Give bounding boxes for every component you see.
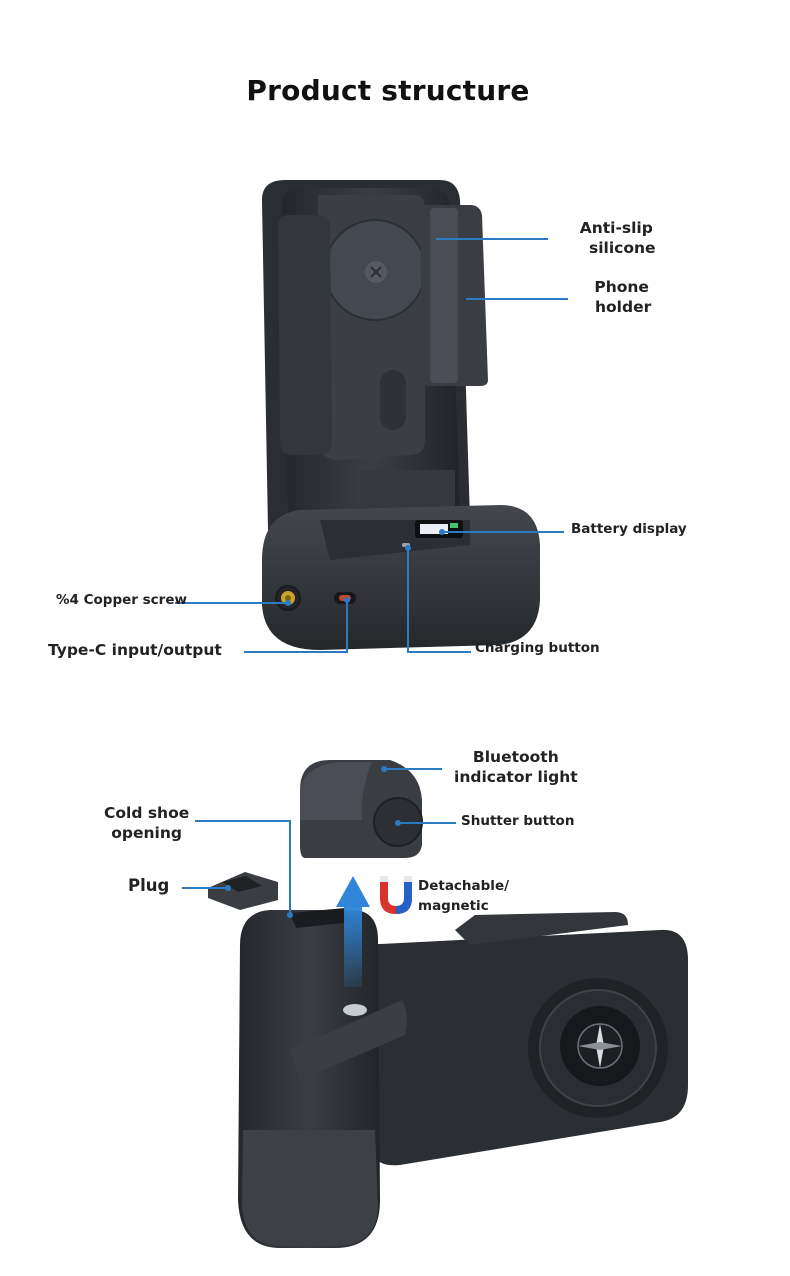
label-phone-holder: Phone holder [594, 278, 652, 316]
callout-line-copper-screw [175, 602, 288, 604]
callout-line-anti-slip [436, 238, 548, 240]
callout-dot-copper-screw [285, 600, 291, 606]
callout-dot-bluetooth [381, 766, 387, 772]
callout-dot-charging [405, 545, 411, 551]
label-battery-display: Battery display [571, 521, 687, 537]
camera-grip [208, 760, 688, 1248]
callout-line-charging-v [407, 548, 409, 652]
magnet-icon [380, 876, 412, 914]
upload-arrow-icon [336, 876, 370, 987]
callout-dot-shutter [395, 820, 401, 826]
callout-line-coldshoe-v [289, 820, 291, 916]
label-type-c: Type-C input/output [48, 641, 222, 659]
callout-line-plug [182, 887, 228, 889]
callout-dot-typec [344, 597, 350, 603]
callout-dot-plug [225, 885, 231, 891]
label-cold-shoe: Cold shoe opening [104, 804, 190, 842]
callout-line-battery [442, 531, 564, 533]
callout-line-shutter [398, 822, 456, 824]
stand-device [262, 180, 540, 650]
callout-line-typec-v [346, 600, 348, 653]
label-detachable: Detachable/ magnetic [418, 878, 510, 914]
label-copper-screw: %4 Copper screw [56, 592, 187, 608]
page-title: Product structure [246, 74, 530, 107]
callout-line-coldshoe-h [195, 820, 291, 822]
label-charging-button: Charging button [475, 640, 600, 656]
label-plug: Plug [128, 876, 170, 895]
label-anti-slip: Anti-slip silicone [579, 219, 656, 257]
callout-line-typec-h [244, 651, 348, 653]
label-bluetooth-light: Bluetooth indicator light [454, 748, 578, 786]
label-shutter-button: Shutter button [461, 813, 575, 829]
callout-line-charging-h [407, 651, 471, 653]
callout-dot-battery [439, 529, 445, 535]
callout-line-phone-holder [466, 298, 568, 300]
callout-line-bluetooth [384, 768, 442, 770]
callout-dot-coldshoe [287, 912, 293, 918]
